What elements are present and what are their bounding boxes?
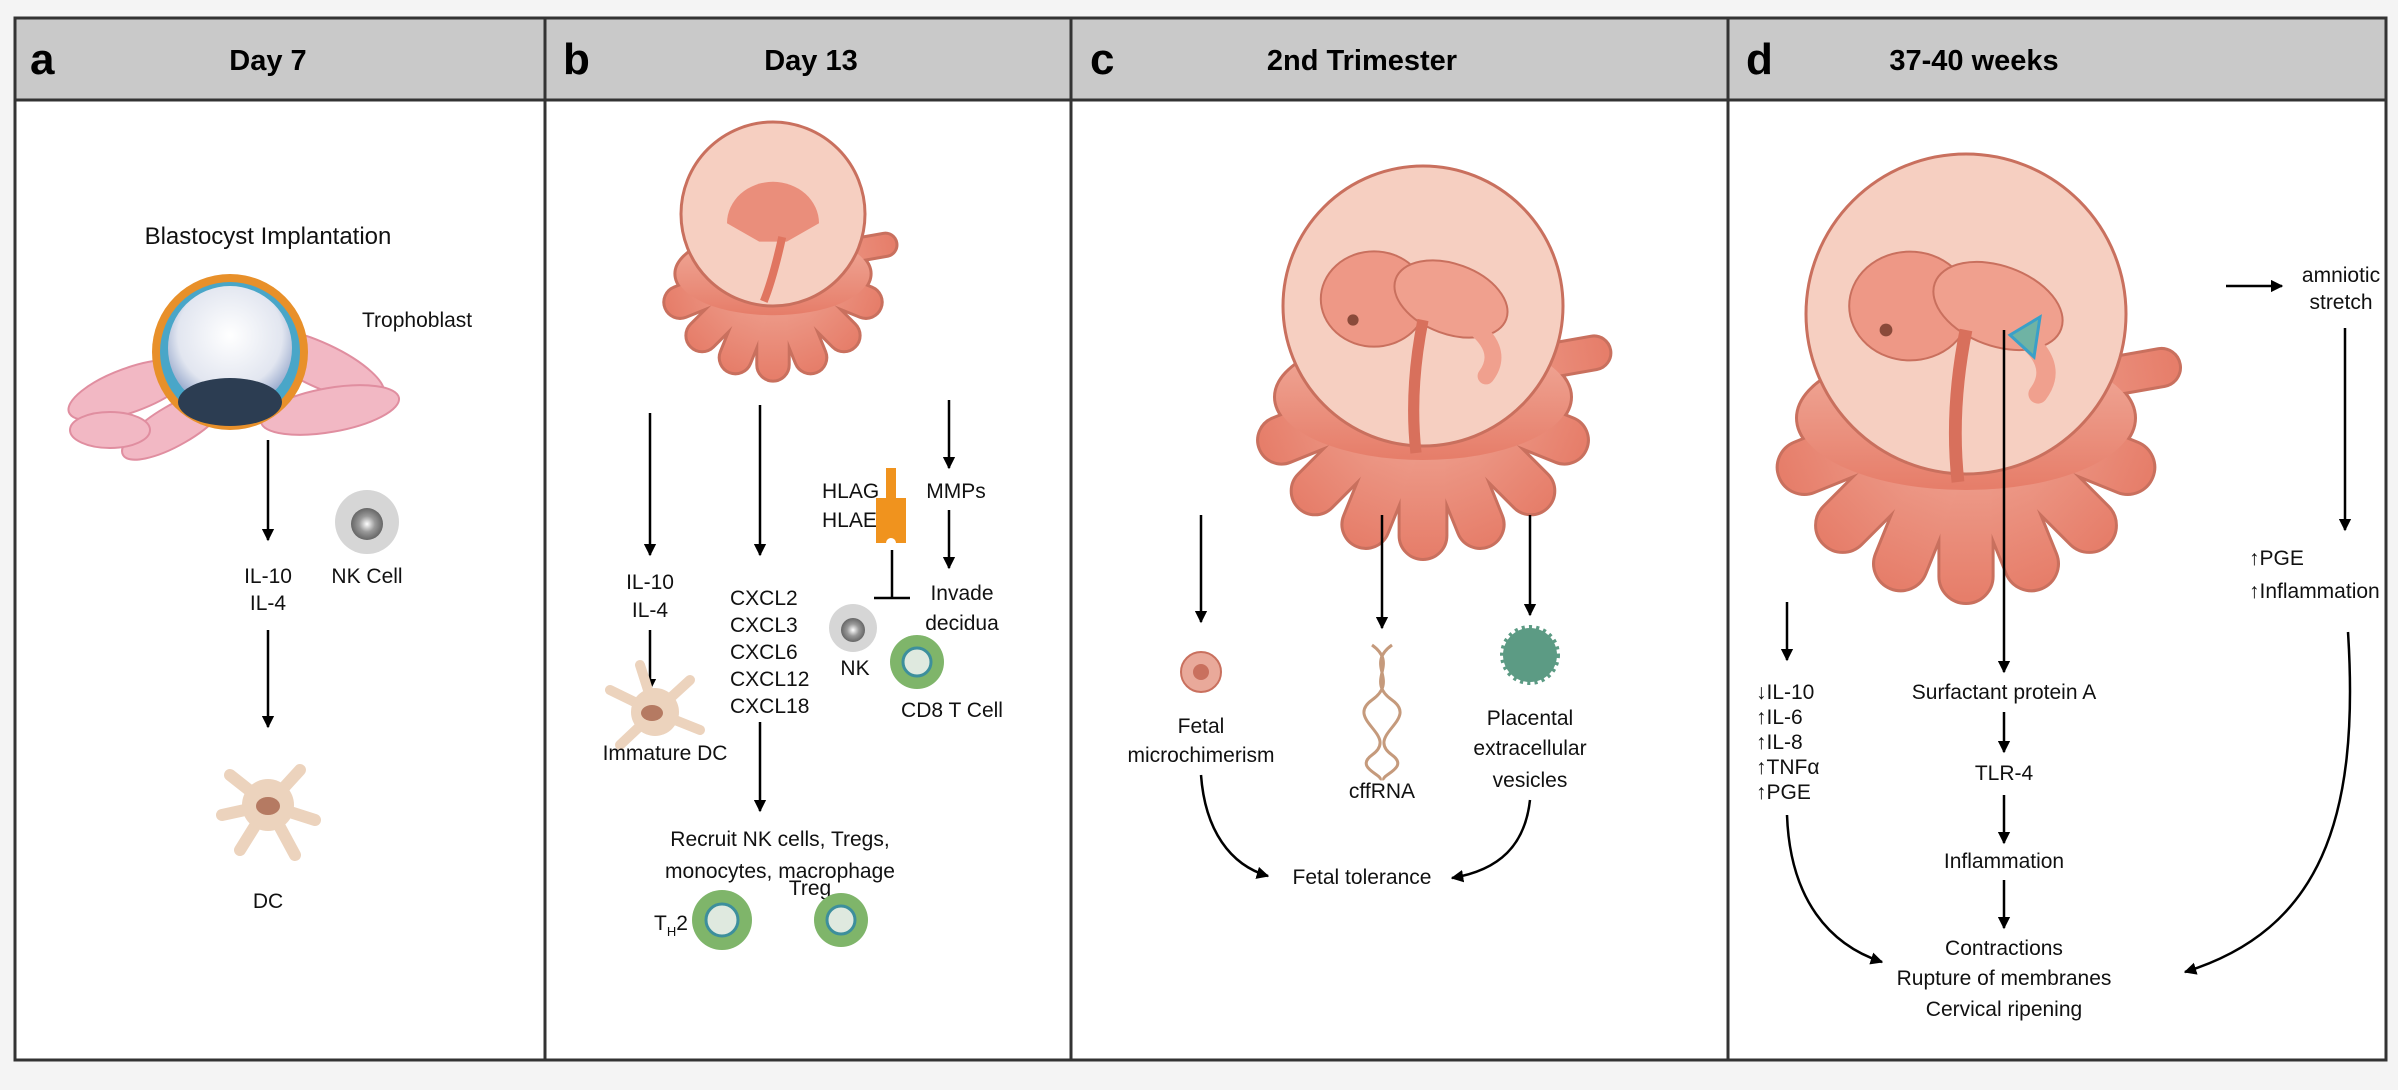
th2-cell-icon xyxy=(692,890,752,950)
blastocyst-icon xyxy=(152,274,308,430)
panel-c-title: 2nd Trimester xyxy=(1267,45,1457,77)
treg-cell-icon xyxy=(814,893,868,947)
panel-a: Blastocyst Implantation Trophoblast IL-1… xyxy=(67,223,472,913)
th2-label: TH2 xyxy=(654,912,688,939)
fetus-icon xyxy=(1319,250,1509,454)
amniotic-stretch-label-1: amniotic xyxy=(2302,264,2380,287)
il4-label: IL-4 xyxy=(632,599,669,622)
placental-ev-label-2: extracellular xyxy=(1473,737,1586,760)
cytokine-label: ↑TNFα xyxy=(1756,756,1819,779)
curved-arrow xyxy=(2183,631,2352,975)
invade-label-1: Invade xyxy=(930,582,993,605)
curved-arrow xyxy=(1785,814,1884,965)
extracellular-vesicle-icon xyxy=(1500,625,1560,685)
fetal-microchimerism-label-1: Fetal xyxy=(1178,715,1225,738)
header-band xyxy=(13,16,2388,102)
inflammation-label: Inflammation xyxy=(1944,850,2064,873)
cd8-t-cell-icon xyxy=(890,635,944,689)
dc-label: DC xyxy=(253,890,283,913)
inflammation-up-label: ↑Inflammation xyxy=(2249,580,2380,603)
chemokine-label: CXCL2 xyxy=(730,587,798,610)
panel-b-letter: b xyxy=(563,35,590,84)
hla-receptor-icon xyxy=(876,468,906,543)
cytokine-label: ↓IL-10 xyxy=(1756,681,1814,704)
rna-helix-icon xyxy=(1362,643,1402,781)
panel-a-letter: a xyxy=(30,35,55,84)
cd8-t-cell-label: CD8 T Cell xyxy=(901,699,1003,722)
fetal-cell-icon xyxy=(1180,651,1222,693)
pge-up-label: ↑PGE xyxy=(2249,547,2304,570)
recruit-label-1: Recruit NK cells, Tregs, xyxy=(670,828,889,851)
trophoblast-label: Trophoblast xyxy=(362,309,472,332)
il4-label: IL-4 xyxy=(250,592,287,615)
chemokine-label: CXCL3 xyxy=(730,614,798,637)
chemokine-label: CXCL12 xyxy=(730,668,809,691)
panel-d: amniotic stretch ↑PGE ↑Inflammation ↓IL-… xyxy=(1756,152,2380,1021)
panel-c-letter: c xyxy=(1090,35,1114,84)
curved-arrow xyxy=(1450,799,1532,883)
amniotic-stretch-label-2: stretch xyxy=(2309,291,2372,314)
placental-ev-label-3: vesicles xyxy=(1493,769,1568,792)
panel-d-title: 37-40 weeks xyxy=(1889,45,2058,77)
outcome-label-1: Contractions xyxy=(1945,937,2063,960)
cytokine-label: ↑IL-6 xyxy=(1756,706,1803,729)
panel-c: Fetal microchimerism cffRNA Placental ex… xyxy=(1128,164,1613,889)
nk-label: NK xyxy=(840,657,869,680)
fetal-tolerance-label: Fetal tolerance xyxy=(1293,866,1432,889)
surfactant-protein-label: Surfactant protein A xyxy=(1912,681,2096,704)
nk-cell-label: NK Cell xyxy=(331,565,402,588)
placenta-fetus-illustration xyxy=(1775,152,2182,605)
hlae-label: HLAE xyxy=(822,509,877,532)
cytokine-label: ↑PGE xyxy=(1756,781,1811,804)
panel-b: IL-10 IL-4 Immature DC CXCL2 CXCL3 CXCL6… xyxy=(603,120,1003,950)
triangle-icon xyxy=(2007,314,2042,361)
immature-dc-icon xyxy=(605,660,705,750)
chemokine-label: CXCL6 xyxy=(730,641,798,664)
invade-label-2: decidua xyxy=(925,612,999,635)
recruit-label-2: monocytes, macrophage xyxy=(665,860,895,883)
panel-b-title: Day 13 xyxy=(764,45,858,77)
cytokine-label: ↑IL-8 xyxy=(1756,731,1803,754)
cffrna-label: cffRNA xyxy=(1349,780,1415,803)
fetal-microchimerism-label-2: microchimerism xyxy=(1128,744,1275,767)
immature-dc-label: Immature DC xyxy=(603,742,728,765)
panel-d-letter: d xyxy=(1746,35,1773,84)
placental-ev-label-1: Placental xyxy=(1487,707,1573,730)
curved-arrow xyxy=(1199,774,1270,879)
outcome-label-3: Cervical ripening xyxy=(1926,998,2082,1021)
mmps-label: MMPs xyxy=(926,480,986,503)
placenta-illustration xyxy=(662,120,899,383)
embryo-icon xyxy=(727,181,819,303)
hlag-label: HLAG xyxy=(822,480,879,503)
dendritic-cell-icon xyxy=(216,764,321,861)
chemokine-label: CXCL18 xyxy=(730,695,809,718)
panel-a-title: Day 7 xyxy=(229,45,306,77)
treg-label: Treg xyxy=(789,877,831,900)
blastocyst-implantation-label: Blastocyst Implantation xyxy=(145,223,392,250)
nk-cell-icon xyxy=(829,604,877,652)
il10-label: IL-10 xyxy=(626,571,674,594)
nk-cell-icon xyxy=(335,490,399,554)
outcome-label-2: Rupture of membranes xyxy=(1897,967,2112,990)
placenta-fetus-illustration xyxy=(1256,164,1613,561)
tlr4-label: TLR-4 xyxy=(1975,762,2034,785)
il10-label: IL-10 xyxy=(244,565,292,588)
